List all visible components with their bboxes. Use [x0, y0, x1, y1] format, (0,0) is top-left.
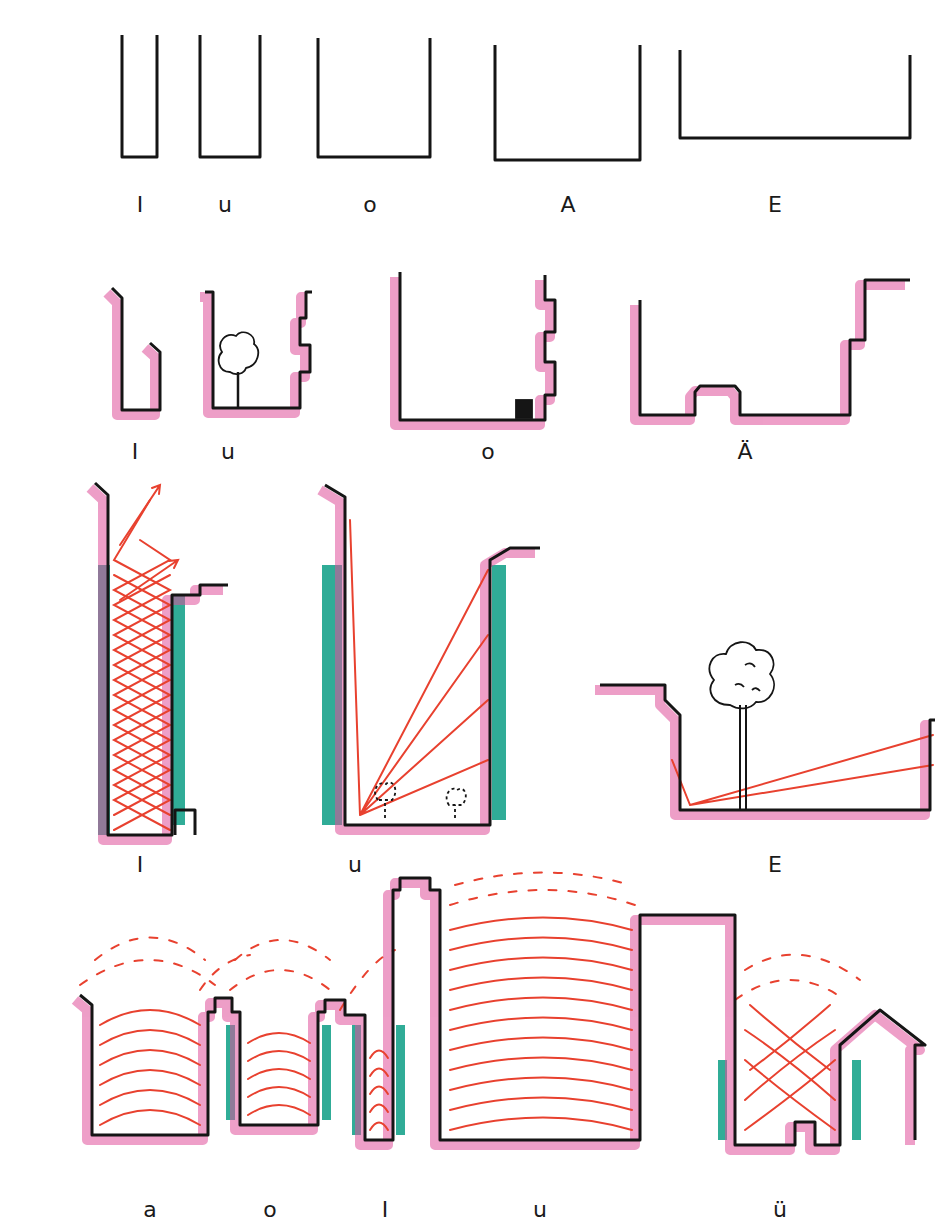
shade	[320, 490, 535, 830]
section-outline	[112, 288, 160, 410]
small-tree	[447, 789, 466, 818]
section-outline	[325, 485, 540, 825]
dashed-wave	[80, 873, 860, 1011]
vowel-label: o	[363, 194, 376, 216]
facade	[172, 595, 185, 825]
section-outline	[80, 878, 925, 1145]
reflection	[114, 500, 170, 830]
section-outline	[400, 272, 555, 420]
trees	[219, 332, 774, 818]
wave	[450, 918, 632, 1131]
shade	[75, 883, 920, 1150]
tree-trunk	[740, 705, 746, 810]
vowel-label: ü	[773, 1199, 787, 1221]
shade	[107, 293, 155, 415]
section-outline	[205, 292, 312, 408]
facade	[322, 1025, 331, 1120]
vowel-label: I	[137, 194, 144, 216]
facade-fills	[98, 565, 861, 1140]
section-outline	[640, 280, 910, 415]
section-outline	[318, 38, 430, 157]
vowel-label: A	[560, 194, 575, 216]
wave	[745, 1005, 835, 1130]
section-outline	[600, 685, 935, 810]
tree-crown	[710, 642, 775, 708]
section-outline	[200, 35, 260, 157]
vowel-label: E	[768, 194, 782, 216]
section-outline	[95, 483, 228, 835]
vowel-label: I	[137, 854, 144, 876]
dashed-waves	[80, 873, 860, 1011]
section-outline	[122, 35, 157, 157]
ray	[672, 735, 933, 805]
ray	[120, 485, 160, 545]
vowel-label: u	[218, 194, 232, 216]
facade	[492, 565, 506, 820]
ray	[120, 560, 178, 600]
vowel-label: o	[263, 1199, 276, 1221]
wave	[370, 1051, 388, 1131]
section-outline	[495, 45, 640, 160]
wave	[248, 1033, 310, 1115]
ray	[350, 520, 488, 815]
reflection	[114, 575, 170, 815]
pink-shading	[75, 277, 930, 1150]
shade	[395, 277, 550, 425]
section-outline	[680, 50, 910, 138]
vowel-label: E	[768, 854, 782, 876]
wave	[100, 1010, 200, 1125]
tree-detail	[735, 663, 760, 691]
small-building	[175, 810, 195, 835]
reflection	[114, 575, 170, 815]
vowel-label: I	[382, 1199, 389, 1221]
plain-sections	[122, 35, 910, 160]
vowel-label: I	[132, 441, 139, 463]
red-lines	[100, 485, 933, 1130]
section-outlines	[80, 272, 935, 1145]
tree-trunk	[237, 372, 240, 408]
shade	[90, 488, 223, 840]
facade	[852, 1060, 861, 1140]
vowel-label: u	[348, 854, 362, 876]
vowel-label: Ä	[737, 441, 752, 463]
car	[516, 400, 532, 418]
vowel-label: a	[143, 1199, 156, 1221]
facade	[396, 1025, 405, 1135]
tree-crown	[219, 332, 258, 374]
vowel-label: o	[481, 441, 494, 463]
small-tree	[375, 782, 395, 818]
vowel-label: u	[533, 1199, 547, 1221]
vowel-label: u	[221, 441, 235, 463]
shade	[200, 297, 307, 413]
shade	[595, 690, 930, 815]
